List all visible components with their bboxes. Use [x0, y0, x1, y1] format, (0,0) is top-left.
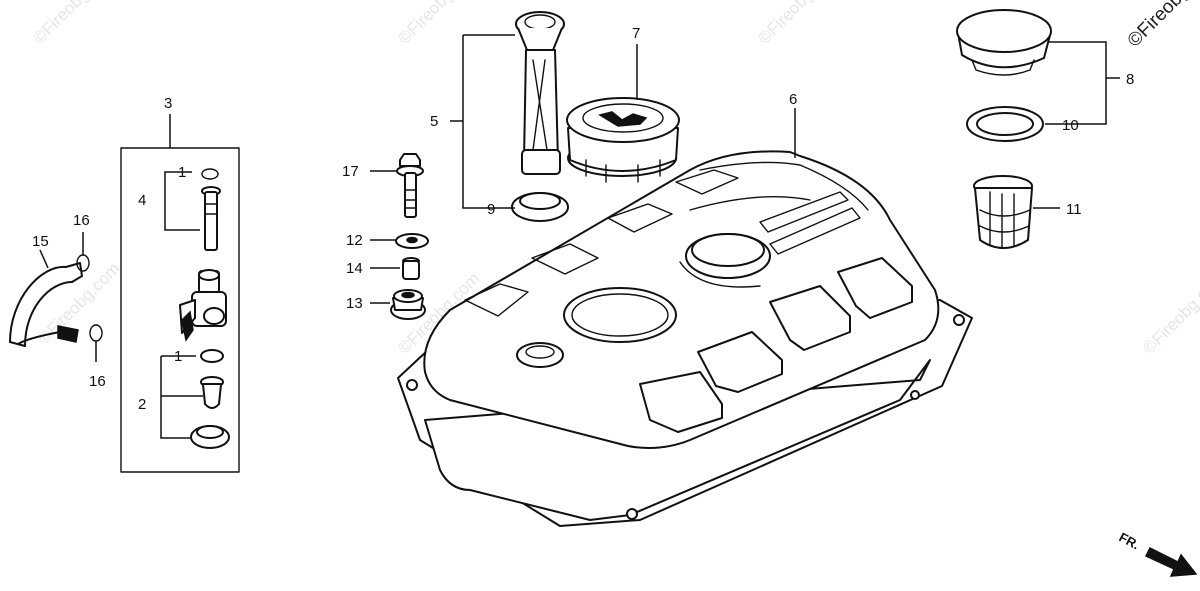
hose-clip — [89, 324, 103, 362]
hose-clip — [76, 232, 90, 272]
callout-1: 1 — [174, 348, 182, 365]
cap-gasket — [966, 106, 1044, 142]
front-label: FR. — [1117, 529, 1143, 552]
rubber-mount-13 — [390, 289, 426, 320]
callout-1: 1 — [178, 164, 186, 181]
fuel-cock-body — [179, 269, 227, 342]
callout-2: 2 — [138, 396, 146, 413]
filler-cap — [956, 9, 1052, 76]
callout-4: 4 — [138, 192, 146, 209]
fuel-strainer-cup — [200, 376, 224, 409]
collar-14 — [402, 257, 420, 280]
fuel-gauge-tube — [515, 11, 565, 175]
front-direction-indicator: FR. — [1117, 529, 1198, 577]
callout-16: 16 — [89, 373, 106, 390]
callout-labels: 3 1 4 1 2 15 16 16 17 12 14 13 5 9 7 6 8… — [32, 25, 1134, 413]
fuel-tank — [397, 150, 973, 527]
fuel-cock-assembly — [120, 114, 240, 473]
callout-5: 5 — [430, 113, 438, 130]
filler-gauge-cap — [566, 97, 680, 183]
callout-9: 9 — [487, 201, 495, 218]
watermark: ©Fireobg.com — [29, 0, 118, 48]
assembly-frame — [120, 147, 240, 473]
callout-17: 17 — [342, 163, 359, 180]
callout-13: 13 — [346, 295, 363, 312]
fuel-hose — [9, 262, 83, 347]
callout-10: 10 — [1062, 117, 1079, 134]
strainer-seal — [190, 425, 230, 449]
callout-6: 6 — [789, 91, 797, 108]
callout-16: 16 — [73, 212, 90, 229]
watermark-corner: ©Fireobg.com — [1124, 0, 1200, 52]
o-ring — [201, 168, 219, 180]
callout-14: 14 — [346, 260, 363, 277]
fuel-cock-screw — [201, 186, 221, 251]
watermark: ©Fireobg.com — [754, 0, 843, 48]
tube-seal-9 — [511, 192, 569, 222]
callout-11: 11 — [1066, 201, 1082, 218]
callout-3: 3 — [164, 95, 172, 112]
mounting-bolt — [396, 153, 424, 218]
watermark: ©Fireobg.com — [1139, 269, 1200, 358]
washer-12 — [395, 233, 429, 249]
callout-12: 12 — [346, 232, 363, 249]
callout-8: 8 — [1126, 71, 1134, 88]
callout-15: 15 — [32, 233, 49, 250]
front-arrow-icon — [1144, 546, 1198, 577]
fuel-strainer-screen — [973, 175, 1033, 249]
callout-7: 7 — [632, 25, 640, 42]
washer — [200, 349, 224, 363]
watermark: ©Fireobg.com — [394, 0, 483, 48]
